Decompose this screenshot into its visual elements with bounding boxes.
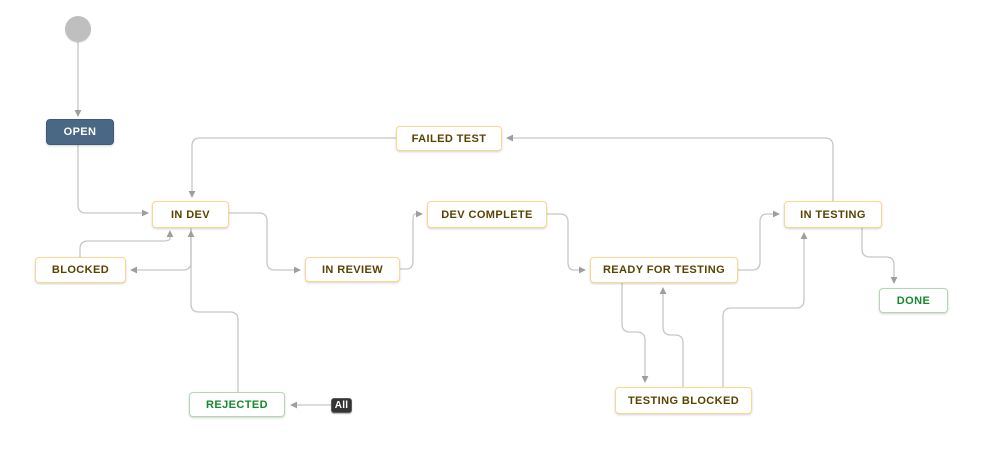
- transition-in-testing-to-done: [861, 228, 895, 278]
- status-label-ready-for-testing: READY FOR TESTING: [602, 264, 726, 276]
- arrowhead-open-to-in-dev: [142, 209, 149, 217]
- status-in-review[interactable]: IN REVIEW: [305, 257, 400, 282]
- arrowhead-in-review-to-dev-complete: [416, 210, 423, 218]
- transition-open-to-in-dev: [77, 145, 143, 214]
- status-dev-complete[interactable]: DEV COMPLETE: [427, 201, 547, 228]
- status-label-blocked: BLOCKED: [51, 264, 110, 276]
- status-failed-test[interactable]: FAILED TEST: [396, 126, 502, 151]
- status-in-testing[interactable]: IN TESTING: [784, 201, 882, 228]
- arrowhead-blocked-to-in-dev: [166, 230, 174, 237]
- transition-ready-for-testing-to-in-testing: [738, 213, 774, 271]
- status-label-in-testing: IN TESTING: [800, 208, 866, 221]
- start-node[interactable]: [65, 16, 91, 42]
- arrowhead-all-to-rejected: [290, 401, 297, 409]
- status-rejected[interactable]: REJECTED: [189, 392, 285, 417]
- transition-in-dev-to-in-review: [229, 212, 295, 271]
- transition-testing-blocked-to-in-testing: [722, 238, 805, 387]
- arrowhead-ready-for-testing-to-in-testing: [773, 210, 780, 218]
- arrowhead-failed-test-to-in-dev: [188, 191, 196, 198]
- transition-in-testing-to-failed-test: [512, 137, 834, 201]
- status-ready-for-testing[interactable]: READY FOR TESTING: [590, 257, 738, 283]
- arrowhead-in-testing-to-done: [890, 277, 898, 284]
- transition-dev-complete-to-ready-for-testing: [547, 213, 580, 271]
- status-label-in-dev: IN DEV: [170, 208, 211, 221]
- arrowhead-in-testing-to-failed-test: [506, 134, 513, 142]
- status-label-dev-complete: DEV COMPLETE: [441, 208, 533, 221]
- transition-failed-test-to-in-dev: [191, 137, 396, 192]
- arrowhead-in-dev-to-in-review: [294, 266, 301, 274]
- status-label-open: OPEN: [63, 126, 97, 138]
- arrowhead-in-dev-to-blocked: [130, 266, 137, 274]
- transition-testing-blocked-to-ready-for-testing: [662, 293, 684, 387]
- status-label-done: DONE: [896, 294, 931, 307]
- transition-in-dev-to-blocked: [136, 228, 192, 271]
- transition-ready-for-testing-to-testing-blocked: [621, 283, 646, 377]
- arrowhead-rejected-to-in-dev: [187, 230, 195, 237]
- status-label-testing-blocked: TESTING BLOCKED: [627, 394, 740, 407]
- status-label-in-review: IN REVIEW: [321, 263, 384, 276]
- status-label-failed-test: FAILED TEST: [411, 132, 487, 145]
- status-in-dev[interactable]: IN DEV: [152, 201, 229, 228]
- transition-rejected-to-in-dev: [190, 236, 239, 392]
- transition-blocked-to-in-dev: [79, 236, 171, 257]
- arrowhead-testing-blocked-to-ready-for-testing: [659, 287, 667, 294]
- all-transitions-badge[interactable]: All: [331, 398, 352, 413]
- status-open[interactable]: OPEN: [46, 119, 114, 145]
- arrowhead-dev-complete-to-ready-for-testing: [579, 266, 586, 274]
- arrowhead-testing-blocked-to-in-testing: [800, 232, 808, 239]
- arrowhead-start-to-open: [74, 110, 82, 117]
- status-done[interactable]: DONE: [879, 288, 948, 313]
- status-blocked[interactable]: BLOCKED: [35, 257, 126, 283]
- status-testing-blocked[interactable]: TESTING BLOCKED: [615, 387, 752, 414]
- transition-in-review-to-dev-complete: [400, 213, 417, 270]
- status-label-rejected: REJECTED: [206, 398, 268, 411]
- arrowhead-ready-for-testing-to-testing-blocked: [641, 376, 649, 383]
